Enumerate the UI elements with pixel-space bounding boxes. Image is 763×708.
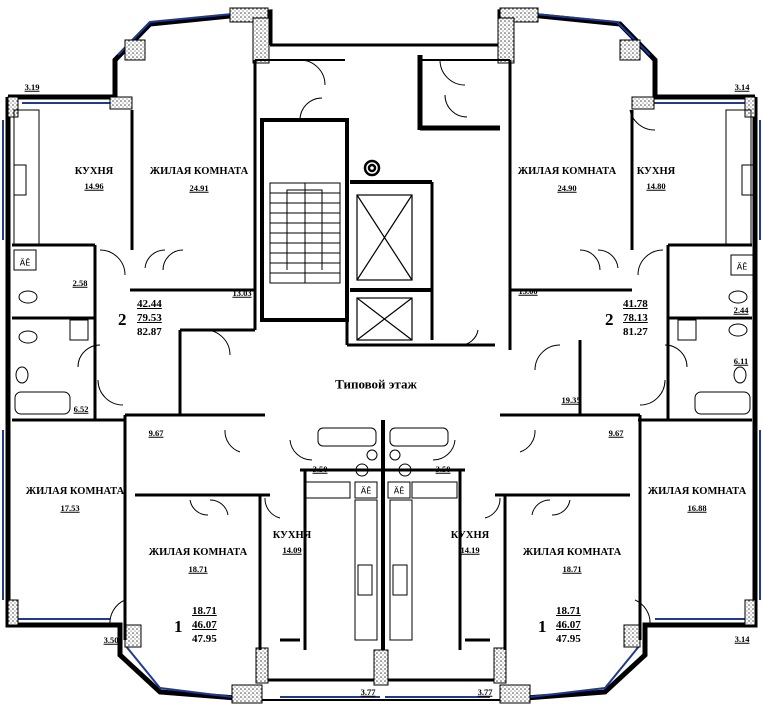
hatched-columns [7, 7, 756, 704]
area-bath-ul: 6.52 [73, 403, 89, 414]
room-area-living-ur: 24.90 [557, 182, 577, 193]
apartment-gross-area: 82.87 [137, 326, 162, 338]
elevator-shafts [356, 194, 413, 341]
room-name-living-l: ЖИЛАЯ КОМНАТА [25, 485, 125, 497]
apartment-room-count: 1 [538, 617, 547, 636]
floor-title: Типовой этаж [335, 376, 417, 392]
room-name-kitchen-ul: КУХНЯ [74, 165, 114, 177]
area-bath-br: 3.50 [435, 463, 451, 474]
room-area-living-l: 17.53 [60, 502, 80, 513]
room-area-kitchen-cr: 14.19 [460, 544, 480, 555]
area-bath-bl: 3.50 [312, 463, 328, 474]
room-area-living-ul: 24.91 [189, 182, 209, 193]
area-balcony-bl: 3.50 [103, 634, 119, 645]
room-name-living-r: ЖИЛАЯ КОМНАТА [647, 485, 747, 497]
apartment-living-area: 18.71 [192, 605, 217, 617]
area-loggia-br: 3.77 [477, 686, 493, 697]
area-loggia-ul: 3.19 [24, 81, 40, 92]
room-name-living-ur: ЖИЛАЯ КОМНАТА [517, 165, 617, 177]
room-area-kitchen-ur: 14.80 [646, 180, 666, 191]
trash-chute [363, 159, 381, 177]
interior-walls [12, 55, 752, 650]
apartment-summary-ur: 2 41.78 78.13 81.27 [605, 298, 665, 343]
apartment-gross-area: 47.95 [192, 633, 217, 645]
fixture-tag-bl: ÄÊ [360, 486, 372, 496]
room-name-kitchen-cl: КУХНЯ [272, 529, 312, 541]
area-balcony-br: 3.14 [734, 633, 750, 644]
room-name-kitchen-ur: КУХНЯ [636, 165, 676, 177]
apartment-total-area: 46.07 [556, 619, 581, 631]
fixture-tag-ur: ÄÊ [736, 262, 748, 272]
doors [77, 59, 688, 626]
room-area-kitchen-cl: 14.09 [282, 544, 302, 555]
room-area-living-cl: 18.71 [188, 563, 208, 574]
area-hall-bl: 9.67 [148, 427, 164, 438]
fixture-tag-br: ÄÊ [393, 486, 405, 496]
windows [2, 13, 761, 698]
apartment-total-area: 78.13 [623, 312, 648, 324]
area-wc-ur: 2.44 [733, 304, 749, 315]
area-hall-br: 9.67 [608, 427, 624, 438]
area-loggia-ur: 3.14 [734, 81, 750, 92]
area-bath-ur: 6.11 [733, 355, 749, 366]
area-wc-ul: 2.58 [72, 277, 88, 288]
area-hall-ur: 13.00 [518, 285, 538, 296]
apartment-room-count: 1 [174, 617, 183, 636]
apartment-total-area: 79.53 [137, 312, 162, 324]
apartment-living-area: 41.78 [623, 298, 648, 310]
fixture-tag-ul: ÄÊ [19, 258, 31, 268]
room-area-kitchen-ul: 14.96 [84, 180, 104, 191]
apartment-gross-area: 47.95 [556, 633, 581, 645]
room-area-living-cr: 18.71 [562, 563, 582, 574]
apartment-gross-area: 81.27 [623, 326, 648, 338]
fixtures [13, 109, 755, 641]
apartment-living-area: 42.44 [137, 298, 162, 310]
area-corridor: 19.35 [561, 394, 581, 405]
apartment-total-area: 46.07 [192, 619, 217, 631]
room-name-kitchen-cr: КУХНЯ [450, 529, 490, 541]
room-name-living-cl: ЖИЛАЯ КОМНАТА [148, 546, 248, 558]
apartment-room-count: 2 [605, 310, 614, 329]
room-name-living-ul: ЖИЛАЯ КОМНАТА [149, 165, 249, 177]
apartment-living-area: 18.71 [556, 605, 581, 617]
staircase [269, 182, 341, 284]
apartment-summary-br: 1 18.71 46.07 47.95 [538, 605, 598, 650]
area-loggia-bl: 3.77 [360, 686, 376, 697]
area-hall-ul: 13.03 [232, 287, 252, 298]
room-name-living-cr: ЖИЛАЯ КОМНАТА [522, 546, 622, 558]
room-area-living-r: 16.88 [687, 502, 707, 513]
apartment-summary-bl: 1 18.71 46.07 47.95 [174, 605, 234, 650]
apartment-summary-ul: 2 42.44 79.53 82.87 [118, 298, 178, 343]
apartment-room-count: 2 [118, 310, 127, 329]
